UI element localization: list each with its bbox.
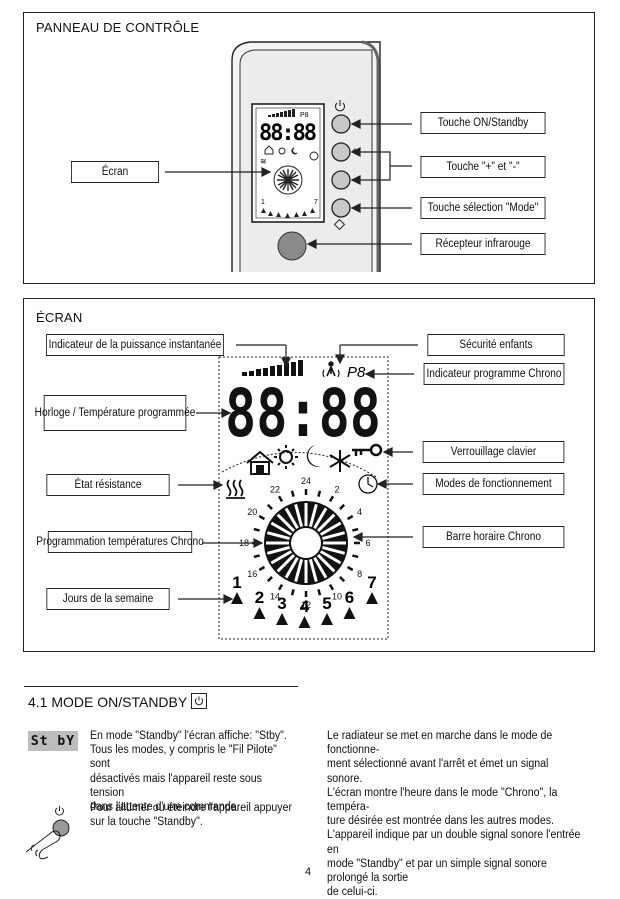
- power-icon: [334, 100, 346, 112]
- label-mode: Touche sélection "Mode": [420, 197, 546, 219]
- section-title: 4.1 MODE ON/STANDBY: [28, 693, 208, 711]
- paragraph-line: Pour allumer ou éteindre l'appareil appu…: [90, 802, 292, 814]
- left-paragraph-2: Pour allumer ou éteindre l'appareil appu…: [90, 801, 292, 829]
- standby-button[interactable]: [331, 114, 351, 134]
- paragraph-line: En mode "Standby" l'écran affiche: "Stby…: [90, 730, 287, 742]
- paragraph-line: désactivés mais l'appareil reste sous te…: [90, 772, 262, 799]
- label-onoff: Touche ON/Standby: [420, 112, 546, 134]
- label-ecran: Écran: [71, 161, 159, 183]
- label-chrono-programming: Programmation températures Chrono: [36, 531, 204, 553]
- infrared-receiver: [277, 231, 307, 261]
- control-panel-drawing: P8 88:88 ≋ 17 + –: [165, 40, 412, 272]
- standby-display: St bY: [28, 731, 78, 751]
- svg-text:7: 7: [314, 199, 318, 206]
- display-figure: [23, 298, 595, 652]
- paragraph-line: L'écran montre l'heure dans le mode "Chr…: [327, 786, 558, 814]
- label-child-safety: Sécurité enfants: [427, 334, 565, 356]
- paragraph-line: de celui-ci.: [327, 886, 378, 899]
- minus-button[interactable]: [331, 170, 351, 190]
- label-clock-temperature: Horloge / Température programmée: [35, 395, 195, 431]
- label-resistance-state: État résistance: [46, 474, 170, 496]
- label-power-indicator: Indicateur de la puissance instantanée: [46, 334, 224, 356]
- paragraph-line: mode "Standby" et par un simple signal s…: [327, 857, 547, 885]
- mode-button[interactable]: [331, 198, 351, 218]
- paragraph-line: dans l'attente d'une commande.: [90, 801, 240, 814]
- power-icon: [191, 693, 208, 710]
- right-paragraph: Le radiateur se met en marche dans le mo…: [327, 729, 585, 899]
- paragraph-line: Le radiateur se met en marche dans le mo…: [327, 730, 553, 757]
- control-panel-title: PANNEAU DE CONTRÔLE: [36, 20, 200, 35]
- page-number: 4: [305, 866, 312, 878]
- label-infrared: Récepteur infrarouge: [420, 233, 546, 255]
- paragraph-line: ment sélectionné avant l'arrêt et émet u…: [327, 758, 549, 785]
- left-paragraph-1: En mode "Standby" l'écran affiche: "Stby…: [90, 729, 292, 814]
- label-chrono-bar: Barre horaire Chrono: [422, 526, 565, 548]
- section-rule: [24, 686, 298, 687]
- mini-dial: [273, 165, 303, 195]
- display-figure-title: ÉCRAN: [36, 310, 83, 325]
- paragraph-line: sur la touche "Standby".: [90, 816, 203, 829]
- paragraph-line: ture désirée est montrée dans les autres…: [327, 815, 555, 828]
- mini-lcd-digits: 88:88: [259, 121, 317, 146]
- label-plus-minus: Touche "+" et "-": [420, 156, 546, 178]
- label-keypad-lock: Verrouillage clavier: [422, 441, 565, 463]
- control-panel-figure: [23, 12, 595, 284]
- label-weekdays: Jours de la semaine: [46, 588, 170, 610]
- section-title-text: 4.1 MODE ON/STANDBY: [28, 694, 188, 710]
- svg-text:≋: ≋: [260, 157, 267, 166]
- paragraph-line: Tous les modes, y compris le "Fil Pilote…: [90, 744, 277, 771]
- svg-text:1: 1: [261, 199, 265, 206]
- mini-lcd-prog: P8: [300, 112, 309, 119]
- paragraph-line: L'appareil indique par un double signal …: [327, 829, 581, 856]
- label-program-indicator: Indicateur programme Chrono: [423, 363, 565, 385]
- mode-icon: [333, 218, 346, 231]
- plus-button[interactable]: [331, 142, 351, 162]
- label-operating-modes: Modes de fonctionnement: [422, 473, 565, 495]
